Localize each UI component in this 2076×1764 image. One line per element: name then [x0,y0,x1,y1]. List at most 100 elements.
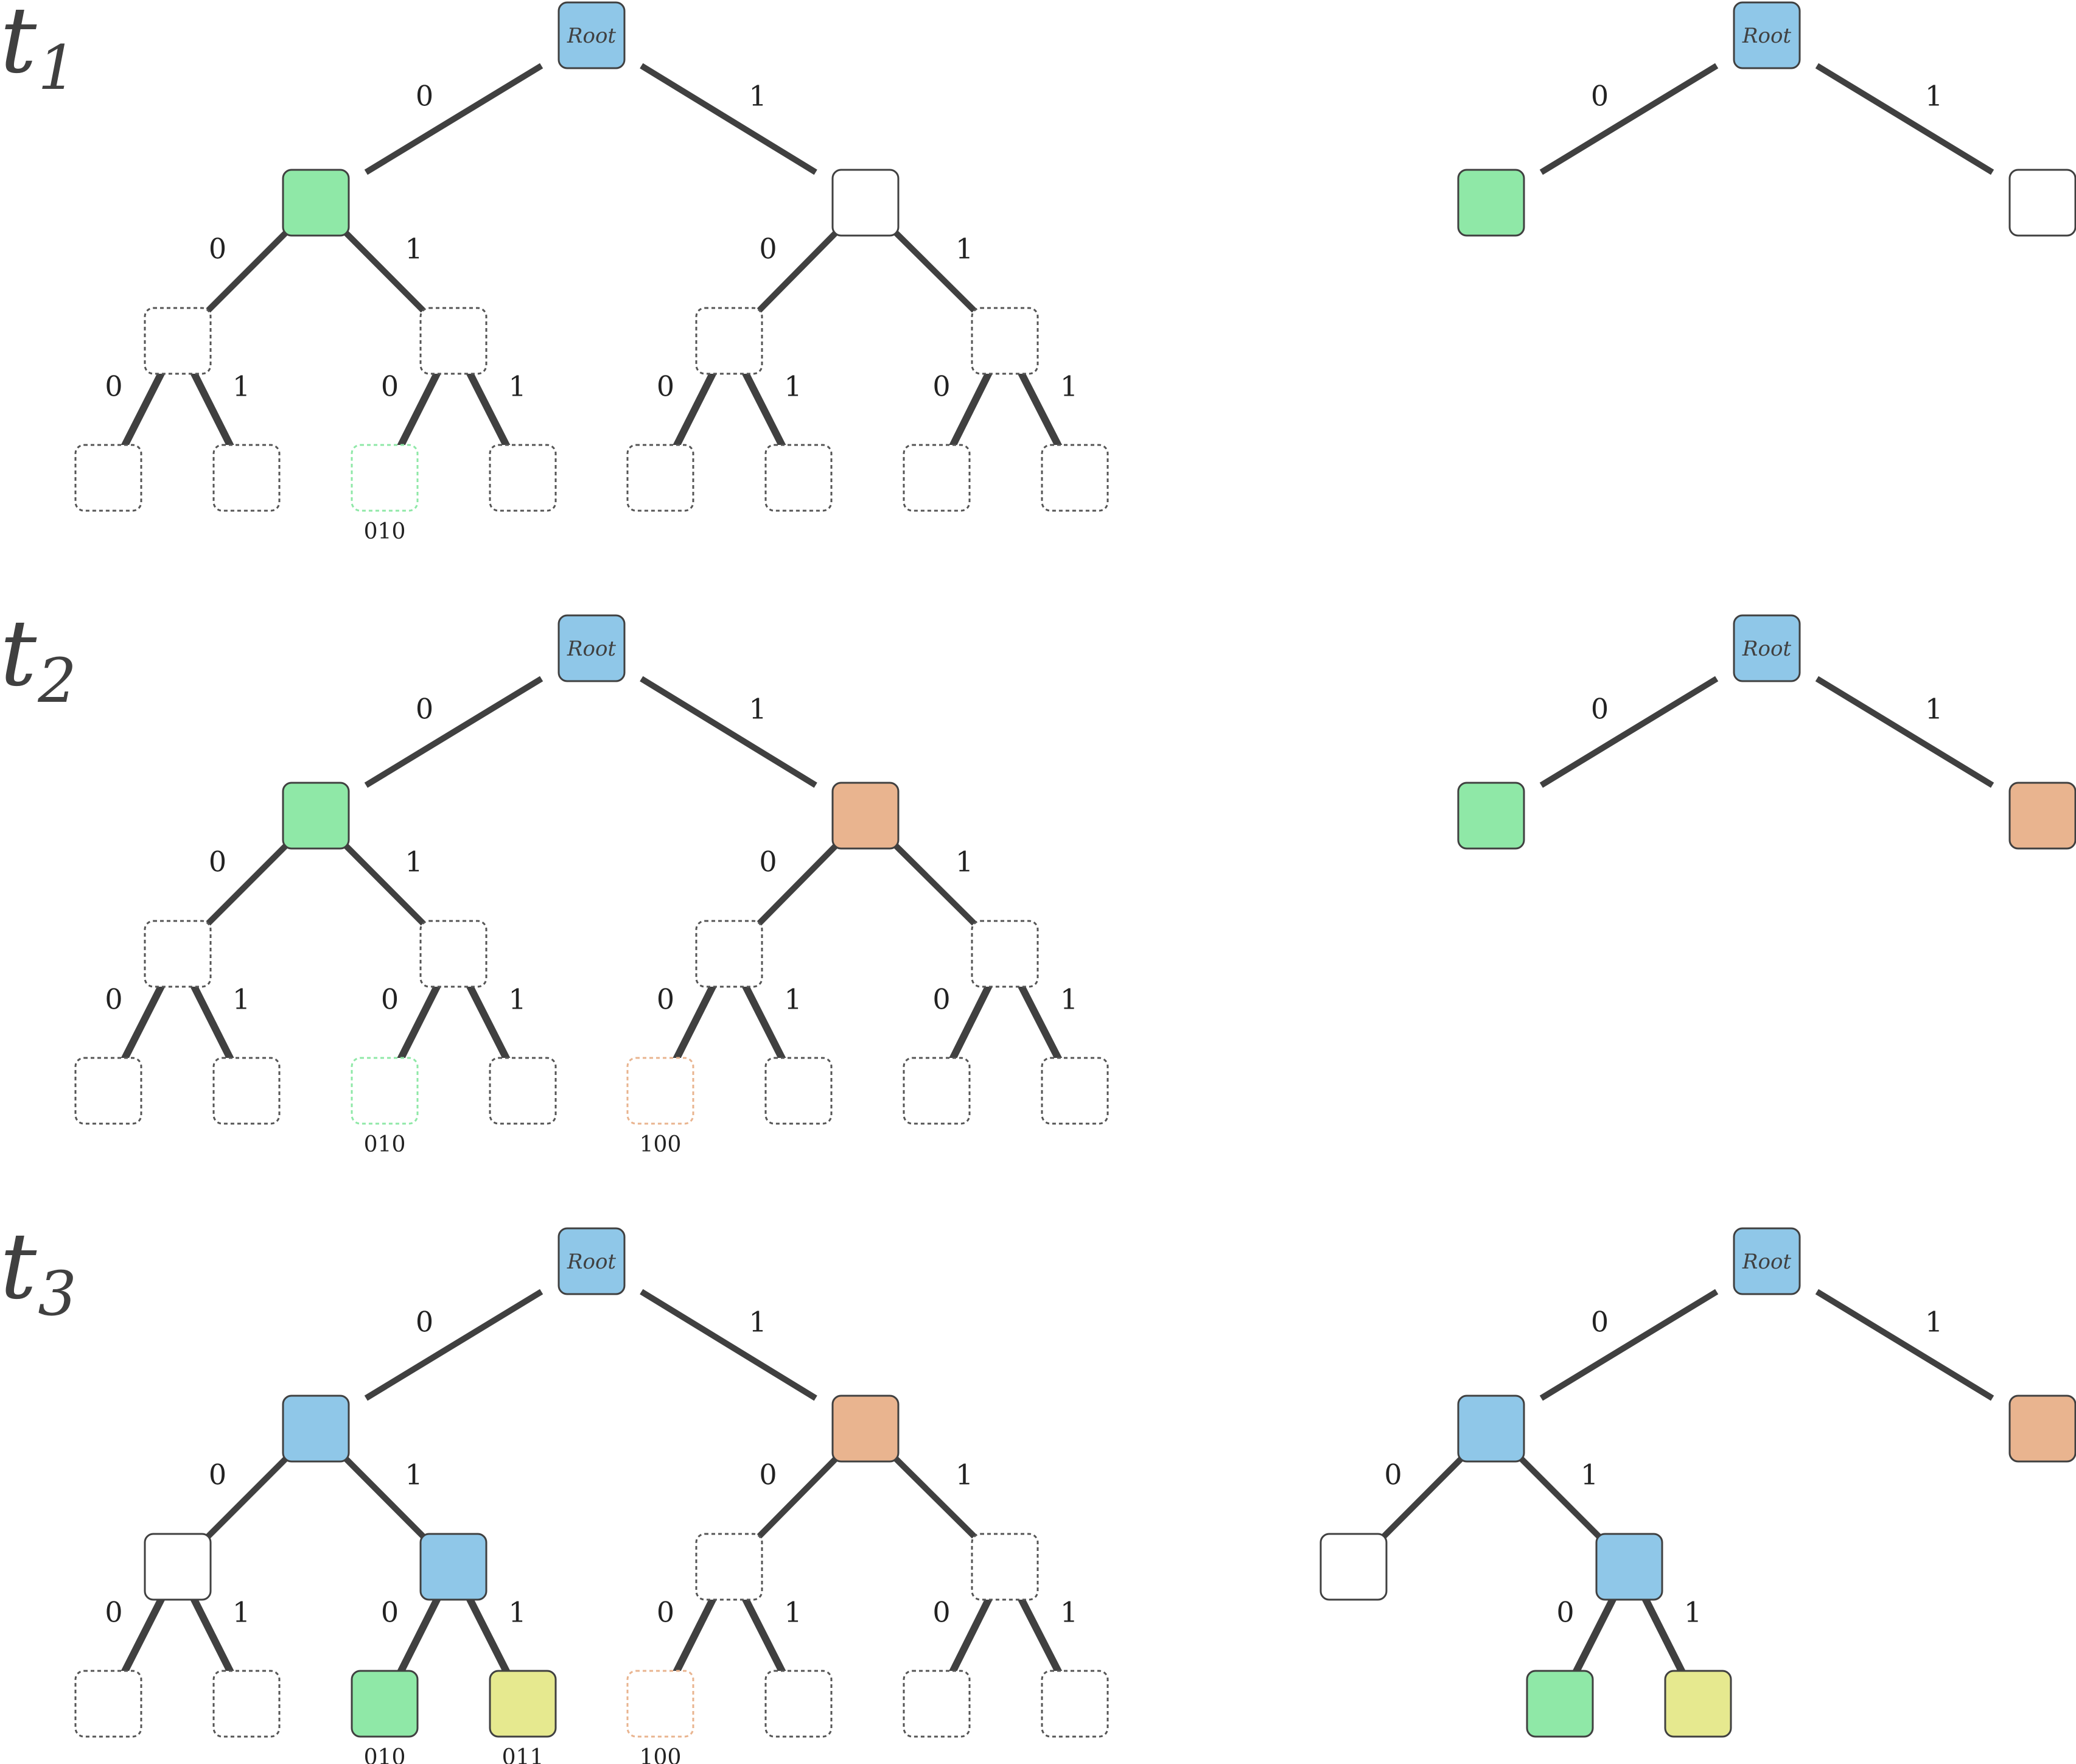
edge-label-1: 1 [1925,693,1943,726]
tree-edge [1539,676,1719,788]
edge-label-0: 0 [657,370,674,403]
green-node [1457,169,1525,237]
white-node [831,169,900,237]
leaf-code-label: 011 [502,1745,544,1764]
leaf-code-label: 100 [640,1132,682,1157]
tree-edge [1017,1595,1063,1675]
tree-edge [757,231,838,313]
tree-edge [396,1595,442,1675]
leaf-code-label: 010 [364,1745,406,1764]
tree-edge [120,369,166,449]
edge-label-0: 0 [381,1596,399,1629]
tree-edge [465,1595,511,1675]
empty-slot-node-green [351,1057,419,1125]
empty-slot-node-orange [626,1670,694,1738]
tree-edge [672,1595,718,1675]
empty-slot-node-orange [626,1057,694,1125]
green-node [351,1670,419,1738]
root-node [1733,614,1801,682]
tree-edge [672,982,718,1062]
tree-edge [1539,63,1719,175]
tree-edge [364,676,543,788]
tree-edge [364,1289,543,1401]
edge-label-1: 1 [749,693,766,726]
edge-label-1: 1 [508,370,526,403]
root-node [1733,1227,1801,1295]
blue-node [1457,1395,1525,1463]
edge-label-1: 1 [1060,983,1078,1016]
root-node [557,614,626,682]
empty-slot-node [764,1670,833,1738]
empty-slot-node [1041,1057,1109,1125]
edge-label-1: 1 [956,845,973,878]
edge-label-1: 1 [405,233,422,265]
orange-node [2008,1395,2076,1463]
edge-label-0: 0 [209,233,226,265]
tree-edge [189,369,235,449]
green-node [1457,782,1525,850]
time-step-subscript: 2 [37,645,77,716]
edge-label-0: 0 [209,845,226,878]
edge-label-1: 1 [784,983,802,1016]
edge-label-1: 1 [1684,1596,1702,1629]
edge-label-1: 1 [784,1596,802,1629]
tree-edge [396,982,442,1062]
time-step-label: t2 [0,601,77,716]
tree-edge [741,982,787,1062]
blue-node [1595,1533,1663,1601]
edge-label-0: 0 [209,1458,226,1491]
white-node [144,1533,212,1601]
edge-label-0: 0 [932,983,950,1016]
empty-slot-node [144,920,212,988]
tree-edge [948,1595,993,1675]
edge-label-0: 0 [759,233,777,265]
white-node [2008,169,2076,237]
leaf-code-label: 010 [364,1132,406,1157]
empty-slot-node [419,920,488,988]
root-label: Root [567,637,617,661]
empty-slot-node [74,1670,142,1738]
edge-label-0: 0 [1591,80,1609,113]
root-label: Root [1742,1250,1792,1274]
empty-slot-node [212,1670,281,1738]
empty-slot-node [903,444,971,512]
edge-label-0: 0 [105,370,122,403]
edge-label-0: 0 [416,80,433,113]
root-node [557,1227,626,1295]
tree-edge [640,63,817,175]
tree-edge [1815,63,1994,175]
edge-label-0: 0 [932,370,950,403]
edge-label-1: 1 [1925,80,1943,113]
edge-label-0: 0 [416,1306,433,1339]
tree-edge [757,1457,838,1539]
edge-label-1: 1 [232,370,250,403]
edge-label-1: 1 [1581,1458,1598,1491]
node-layer [74,1,2076,1738]
edge-label-1: 1 [508,1596,526,1629]
edge-label-0: 0 [1384,1458,1402,1491]
green-node [1526,1670,1594,1738]
empty-slot-node [144,307,212,375]
empty-slot-node [971,307,1039,375]
empty-slot-node [695,1533,763,1601]
edge-label-0: 0 [105,1596,122,1629]
root-label: Root [567,24,617,48]
tree-edge [741,1595,787,1675]
edge-label-0: 0 [381,370,399,403]
tree-edge [1382,1457,1463,1539]
tree-edge [120,1595,166,1675]
blue-node [282,1395,350,1463]
tree-edge [1539,1289,1719,1401]
root-node [1733,1,1801,69]
edge-label-0: 0 [1591,1306,1609,1339]
tree-edge [1641,1595,1686,1675]
tree-edge [672,369,718,449]
tree-edge [120,982,166,1062]
orange-node [831,1395,900,1463]
tree-edge [364,63,543,175]
white-node [1319,1533,1388,1601]
orange-node [2008,782,2076,850]
tree-edge [893,1457,977,1539]
